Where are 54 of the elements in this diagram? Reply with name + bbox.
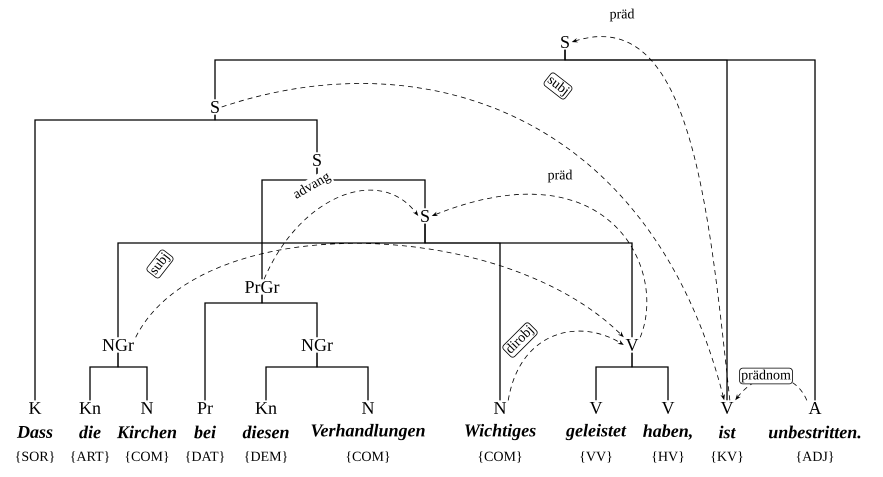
- phrase-label: S: [313, 154, 321, 166]
- tag-label: {HV}: [652, 451, 684, 463]
- category-label: V: [590, 402, 602, 414]
- word-label: Verhandlungen: [312, 424, 425, 440]
- category-label: Kn: [256, 402, 277, 414]
- word-label: diesen: [242, 426, 289, 438]
- tree-branch: [261, 294, 318, 338]
- word-label: geleistet: [566, 424, 626, 440]
- word-label: haben,: [643, 424, 692, 440]
- tag-label: {DAT}: [186, 451, 224, 463]
- word-label: die: [79, 426, 101, 438]
- phrase-label: NGr: [302, 338, 333, 352]
- phrase-label: V: [626, 338, 638, 352]
- category-label: A: [808, 402, 822, 414]
- phrase-label: S: [211, 100, 219, 114]
- tag-label: {COM}: [346, 451, 390, 463]
- tag-label: {ART}: [70, 451, 110, 463]
- word-label: unbestritten.: [768, 426, 860, 438]
- edge-label: präd: [546, 168, 574, 184]
- tag-label: {DEM}: [245, 451, 288, 463]
- edge-label: präd: [608, 7, 636, 23]
- tree-branch: [214, 114, 318, 152]
- phrase-label: NGr: [102, 338, 134, 352]
- tag-label: {VV}: [580, 451, 612, 463]
- category-label: K: [29, 402, 42, 414]
- phrase-label: PrGr: [245, 280, 280, 294]
- tag-label: {COM}: [478, 451, 522, 463]
- word-label: Kirchen: [116, 426, 176, 438]
- phrase-label: S: [561, 36, 569, 48]
- tag-label: {KV}: [711, 451, 743, 463]
- word-label: Dass: [16, 426, 52, 438]
- category-label: V: [720, 402, 734, 414]
- category-label: Pr: [198, 402, 213, 414]
- tag-label: {SOR}: [16, 451, 54, 463]
- tree-branch: [117, 352, 148, 400]
- tree-branch: [564, 50, 816, 400]
- tree-branch: [316, 352, 369, 400]
- category-label: N: [141, 402, 154, 414]
- word-label: bei: [194, 426, 216, 438]
- tag-label: {ADJ}: [796, 451, 834, 463]
- tag-label: {COM}: [126, 451, 168, 463]
- phrase-label: S: [421, 210, 429, 222]
- tree-branch: [631, 352, 669, 400]
- dependency-arrow: [264, 190, 418, 280]
- category-label: V: [662, 402, 674, 414]
- tree-branch: [424, 224, 633, 338]
- word-label: ist: [718, 426, 736, 438]
- category-label: N: [362, 402, 374, 414]
- edge-label: subj: [547, 77, 570, 97]
- edge-label: prädnom: [739, 368, 793, 384]
- category-label: Kn: [80, 402, 101, 414]
- category-label: N: [494, 402, 506, 414]
- edge-label: subj: [151, 252, 171, 275]
- word-label: Wichtiges: [465, 424, 536, 440]
